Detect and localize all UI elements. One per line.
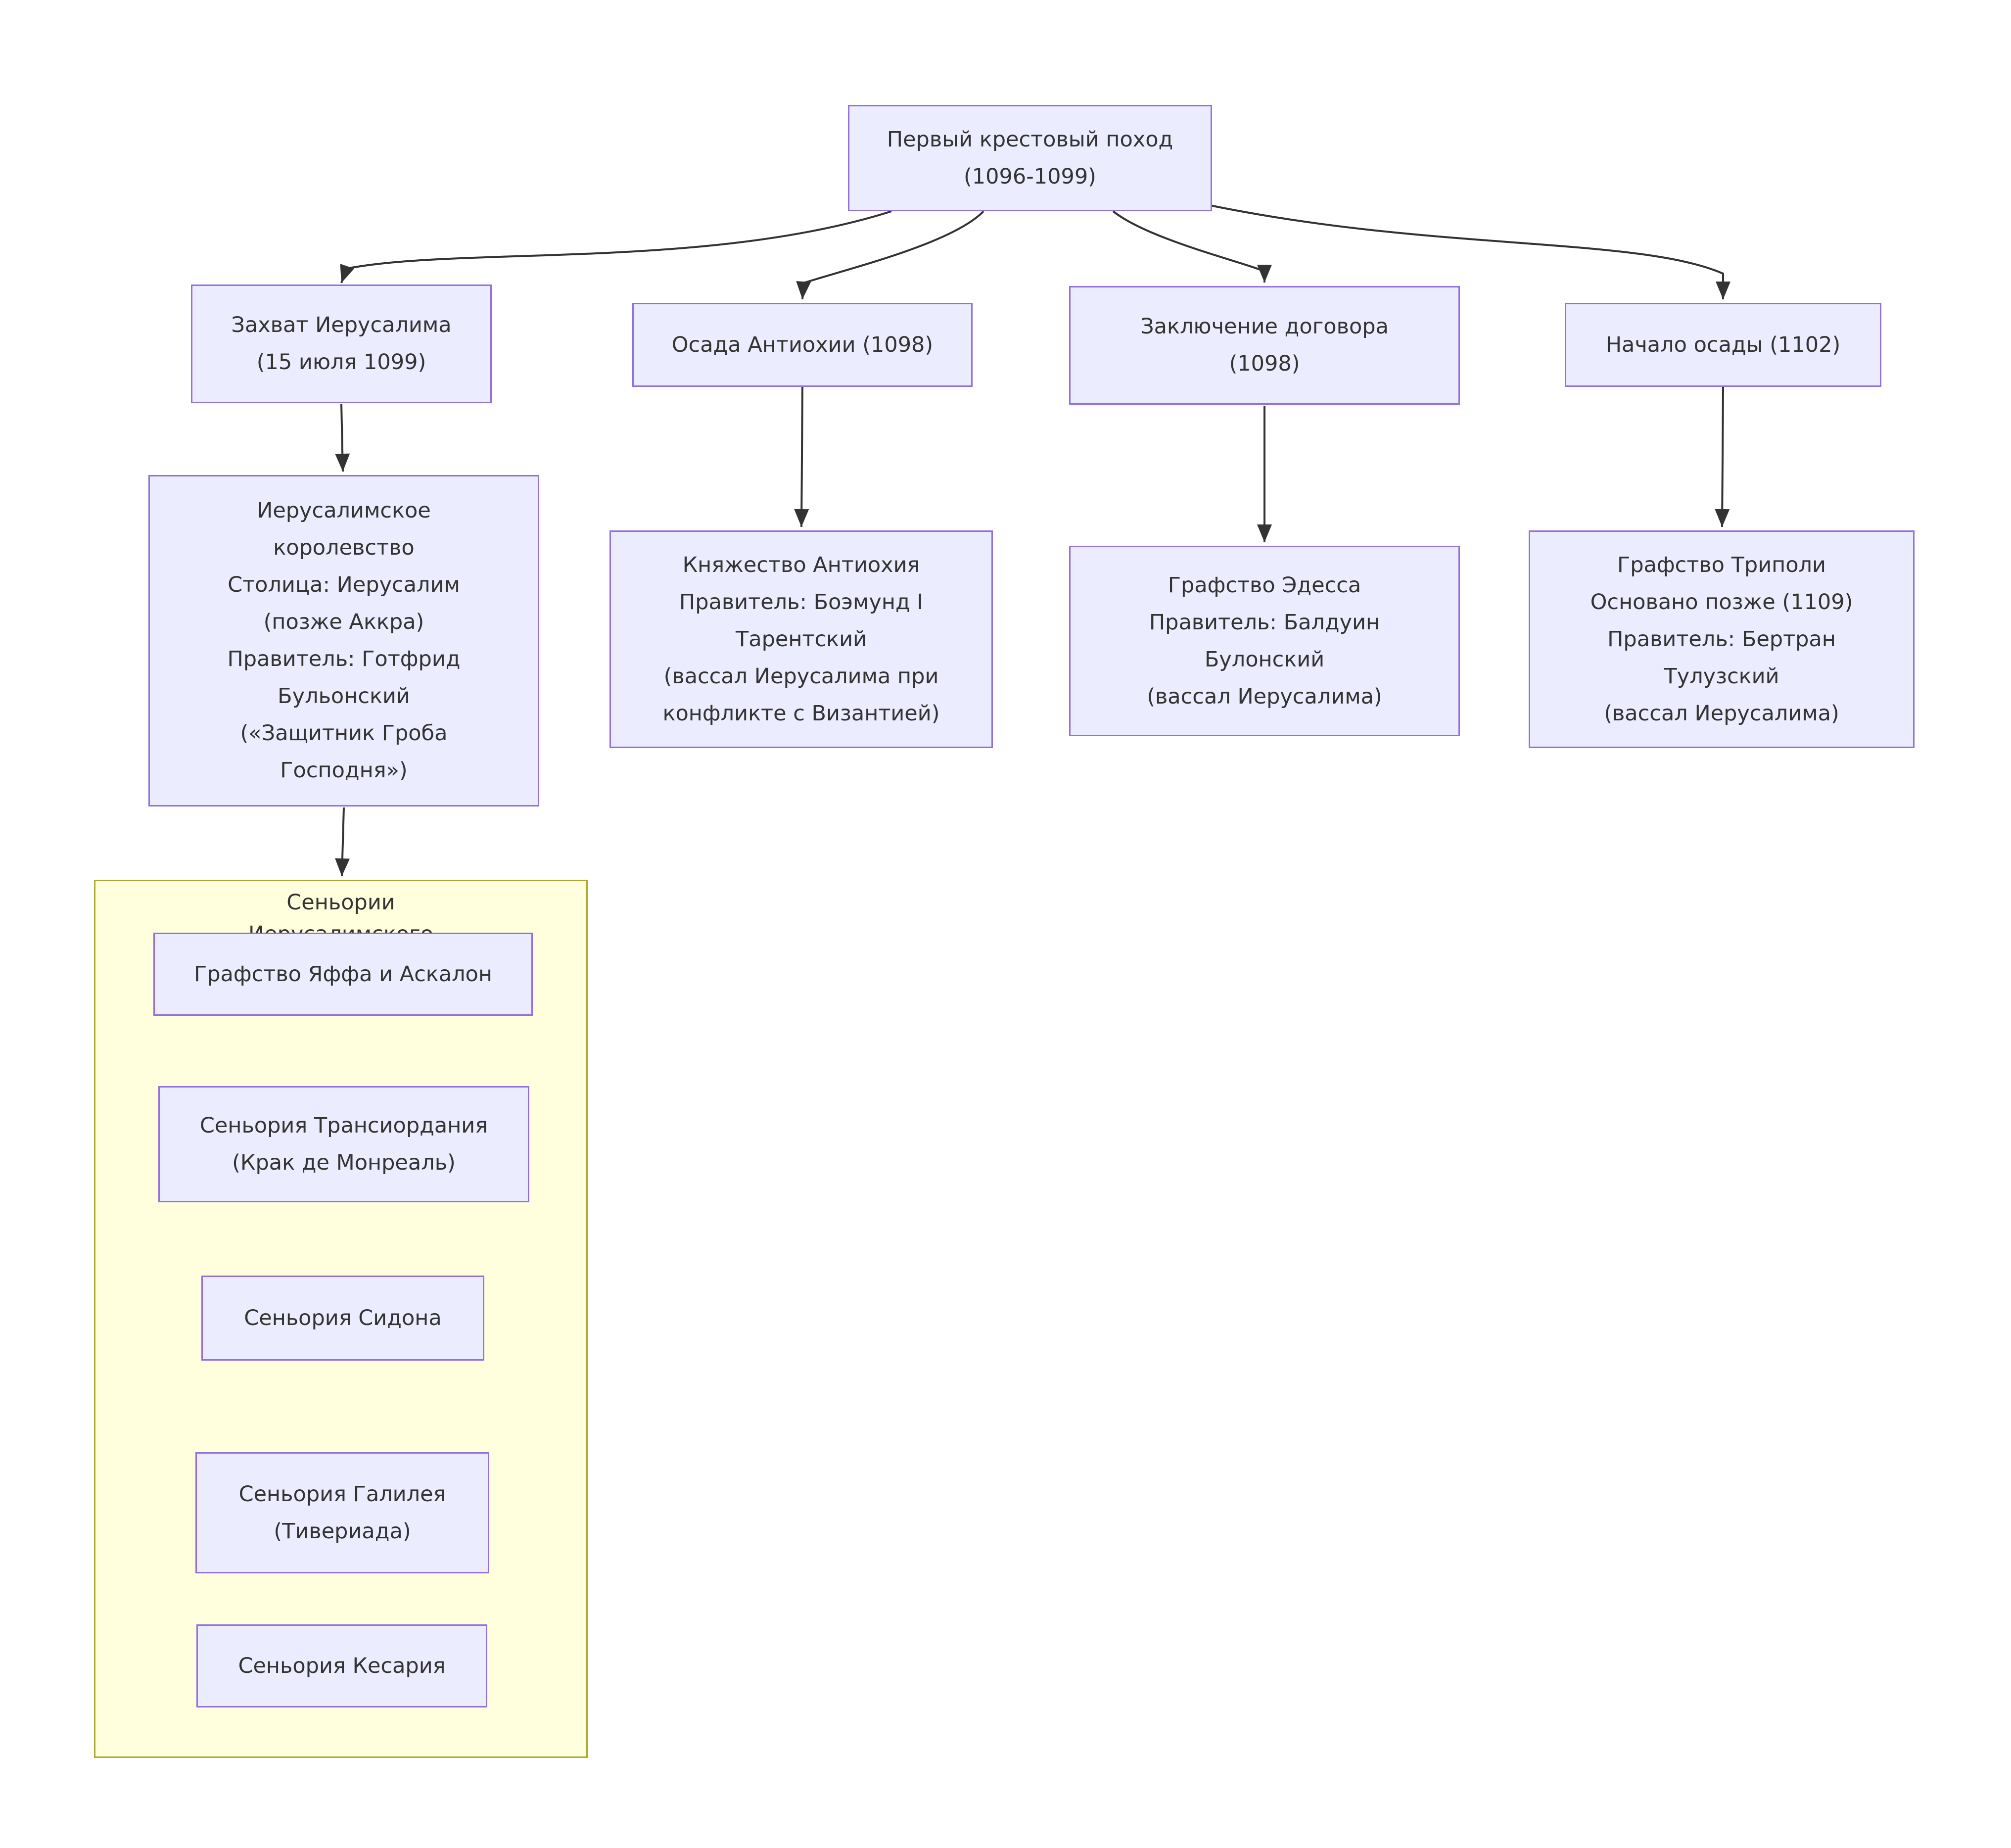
node-edessa-county: Графство Эдесса Правитель: Балдуин Булон…: [1069, 546, 1460, 736]
node-jaffa-ascalon-label: Графство Яффа и Аскалон: [194, 961, 492, 987]
node-galilee-label: Сеньория Галилея (Тивериада): [238, 1481, 446, 1544]
node-antioch-siege-label: Осада Антиохии (1098): [671, 332, 934, 357]
node-transjordan: Сеньория Трансиордания (Крак де Монреаль…: [158, 1086, 529, 1202]
node-jerusalem-capture: Захват Иерусалима (15 июля 1099): [191, 284, 492, 403]
node-sidon: Сеньория Сидона: [201, 1276, 484, 1361]
node-transjordan-label: Сеньория Трансиордания (Крак де Монреаль…: [199, 1113, 488, 1175]
node-treaty-1098-label: Заключение договора (1098): [1140, 314, 1389, 376]
node-jerusalem-kingdom-label: Иерусалимское королевство Столица: Иерус…: [227, 498, 461, 783]
node-siege-start-1102: Начало осады (1102): [1565, 303, 1881, 387]
edge-crusade-to-antioch-siege: [796, 210, 984, 300]
edge-crusade-to-jerusalem-capture: [340, 210, 892, 284]
node-treaty-1098: Заключение договора (1098): [1069, 286, 1460, 405]
node-antioch-principality: Княжество Антиохия Правитель: Боэмунд I …: [609, 530, 993, 748]
node-sidon-label: Сеньория Сидона: [244, 1305, 442, 1330]
node-edessa-county-label: Графство Эдесса Правитель: Балдуин Булон…: [1147, 572, 1382, 709]
node-jerusalem-kingdom: Иерусалимское королевство Столица: Иерус…: [148, 475, 539, 806]
node-jerusalem-capture-label: Захват Иерусалима (15 июля 1099): [231, 313, 452, 375]
edge-siege-start-to-tripoli: [1715, 386, 1730, 527]
node-caesarea-label: Сеньория Кесария: [238, 1653, 446, 1678]
node-caesarea: Сеньория Кесария: [196, 1624, 487, 1707]
edge-kingdom-to-seigneuries: [335, 807, 350, 877]
node-tripoli-county-label: Графство Триполи Основано позже (1109) П…: [1590, 552, 1853, 726]
edge-jerusalem-capture-to-kingdom: [335, 403, 350, 472]
node-jaffa-ascalon: Графство Яффа и Аскалон: [153, 933, 533, 1016]
node-antioch-principality-label: Княжество Антиохия Правитель: Боэмунд I …: [662, 552, 940, 726]
edge-crusade-to-siege-start: [1210, 204, 1730, 299]
node-antioch-siege: Осада Антиохии (1098): [632, 303, 973, 387]
subgraph-seigneuries-title-line1: Сеньории: [286, 890, 395, 915]
edge-antioch-siege-to-principality: [794, 386, 809, 527]
node-first-crusade: Первый крестовый поход (1096-1099): [848, 105, 1212, 211]
node-siege-start-1102-label: Начало осады (1102): [1605, 332, 1841, 357]
node-tripoli-county: Графство Триполи Основано позже (1109) П…: [1529, 530, 1915, 748]
edge-crusade-to-treaty: [1112, 210, 1272, 283]
node-first-crusade-label: Первый крестовый поход (1096-1099): [887, 127, 1173, 189]
node-galilee: Сеньория Галилея (Тивериада): [195, 1452, 489, 1573]
